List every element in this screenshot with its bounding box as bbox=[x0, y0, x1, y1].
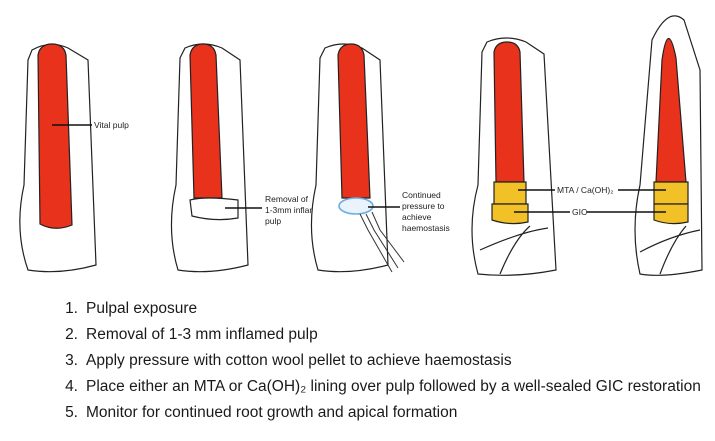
step-2-text: Removal of 1-3 mm inflamed pulp bbox=[86, 326, 318, 343]
removal-label-line-3: pulp bbox=[265, 216, 281, 226]
step-1-text: Pulpal exposure bbox=[86, 300, 197, 317]
pressure-label-line-4: haemostasis bbox=[402, 223, 450, 233]
step-3-number: 3. bbox=[52, 348, 78, 374]
step-1-number: 1. bbox=[52, 296, 78, 322]
step-4-number: 4. bbox=[52, 376, 78, 398]
step-5-number: 5. bbox=[52, 400, 78, 426]
procedure-steps: 1. Pulpal exposure 2. Removal of 1-3 mm in… bbox=[52, 296, 702, 426]
gic-label: GIC bbox=[572, 207, 587, 217]
step-4-text: Place either an MTA or Ca(OH)₂ lining ov… bbox=[86, 378, 701, 395]
step-2-number: 2. bbox=[52, 322, 78, 348]
pressure-label: Continued pressure to achieve haemostasi… bbox=[402, 190, 450, 233]
step-5: 5. Monitor for continued root growth and … bbox=[52, 400, 702, 426]
step-3: 3. Apply pressure with cotton wool pellet… bbox=[52, 348, 702, 374]
tooth-5-gic bbox=[654, 204, 688, 224]
tooth-4-pulp bbox=[494, 42, 524, 182]
step-4: 4. Place either an MTA or Ca(OH)₂ lining … bbox=[52, 376, 702, 398]
step-1: 1. Pulpal exposure bbox=[52, 296, 702, 322]
mta-label: MTA / Ca(OH)₂ bbox=[557, 185, 614, 195]
tooth-3-haemostasis bbox=[311, 44, 404, 272]
pulpotomy-diagram: Vital pulp Removal of 1-3mm inflamed pul… bbox=[0, 0, 715, 290]
tooth-2-pulp-removal bbox=[171, 44, 248, 272]
pressure-label-line-3: achieve bbox=[402, 212, 432, 222]
tooth-4-mta-lining bbox=[494, 182, 526, 204]
tooth-1-pulp bbox=[38, 44, 72, 228]
step-5-text: Monitor for continued root growth and ap… bbox=[86, 404, 457, 421]
tooth-2-cavity bbox=[190, 198, 238, 220]
cotton-pellet bbox=[339, 198, 373, 214]
tooth-4-restoration bbox=[472, 38, 556, 275]
tooth-1-pulpal-exposure bbox=[20, 44, 96, 272]
tooth-5-mta-lining bbox=[654, 182, 688, 204]
vital-pulp-label: Vital pulp bbox=[94, 120, 129, 130]
tooth-4-gic bbox=[492, 204, 528, 224]
step-2: 2. Removal of 1-3 mm inflamed pulp bbox=[52, 322, 702, 348]
tooth-5-root-growth bbox=[635, 16, 702, 275]
removal-label-line-1: Removal of bbox=[265, 194, 309, 204]
pressure-label-line-2: pressure to bbox=[402, 201, 445, 211]
step-3-text: Apply pressure with cotton wool pellet t… bbox=[86, 352, 512, 369]
pressure-label-line-1: Continued bbox=[402, 190, 441, 200]
